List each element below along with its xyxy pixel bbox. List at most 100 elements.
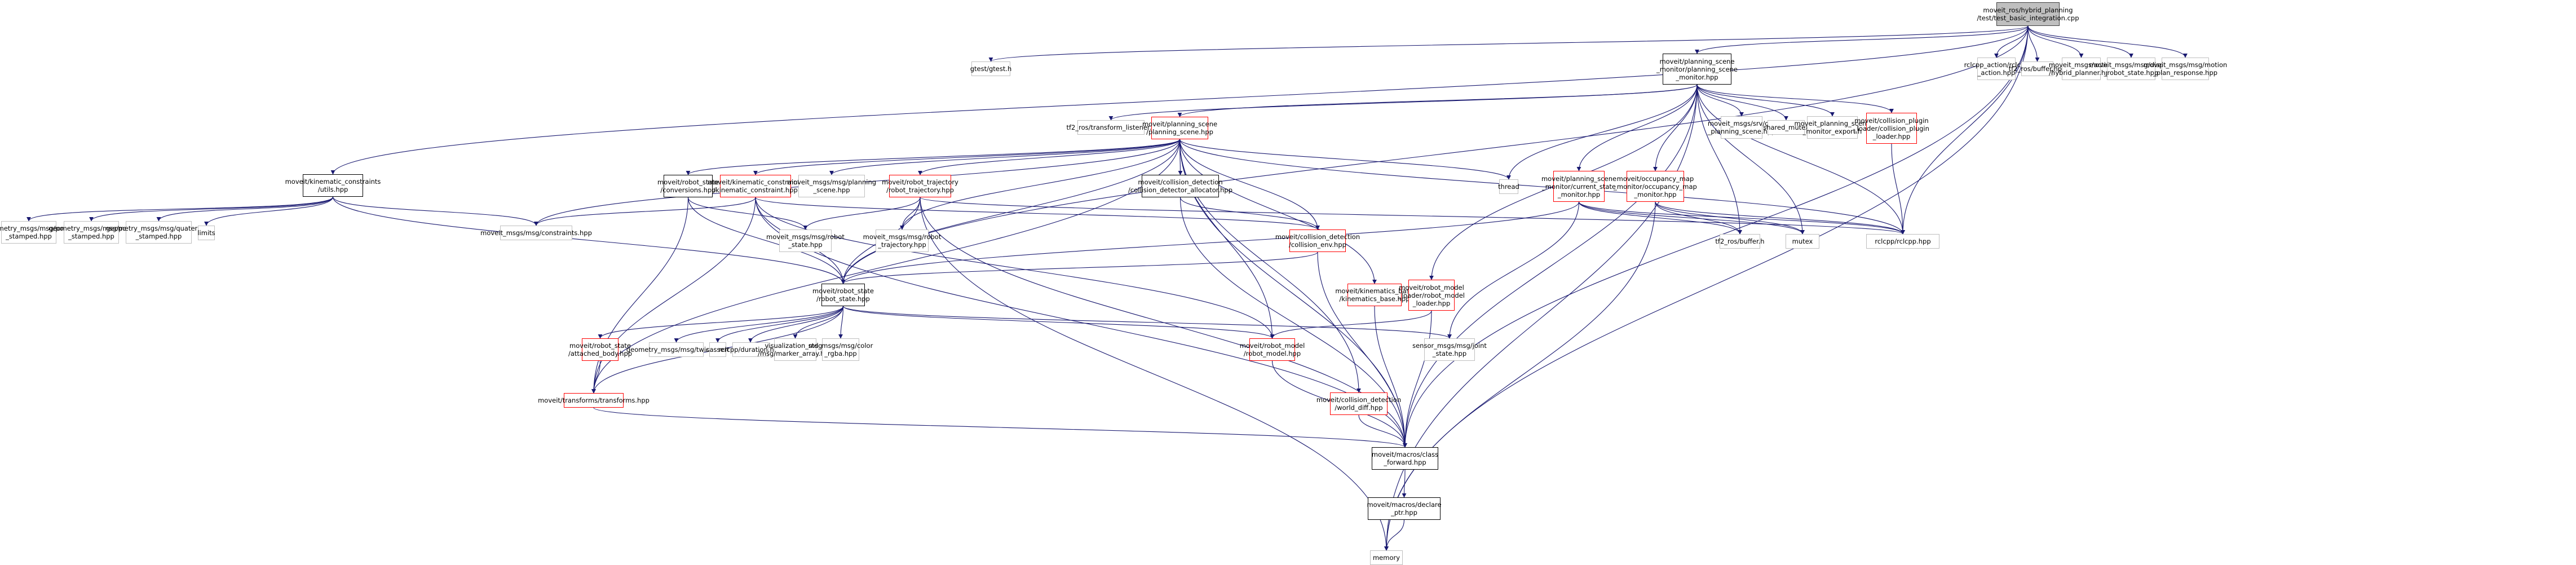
edge-root-to-hybrid-planner (2027, 25, 2084, 58)
edge-robot-state-to-color-rgba (838, 306, 844, 339)
node-label: std_msgs/msg/color _rgba.hpp (808, 342, 873, 357)
edge-kc-utils-to-constraints-msg (332, 196, 538, 226)
edge-kc-utils-to-limits (204, 196, 334, 226)
graph-node-world-diff[interactable]: moveit/collision_detection /world_diff.h… (1316, 392, 1401, 415)
edge-kinematic-constraint-to-collision-env (755, 197, 1320, 230)
edge-psm-to-get-planning-scene (1696, 84, 1744, 117)
graph-node-point-stamped: geometry_msgs/msg/point _stamped.hpp (0, 221, 72, 244)
graph-node-rclcpp-action: rclcpp_action/rclcpp _action.hpp (1964, 58, 2029, 80)
node-label: moveit/macros/declare _ptr.hpp (1367, 501, 1442, 517)
node-label: visualization_msgs /msg/marker_array.hpp (757, 342, 833, 357)
node-label: moveit_msgs/msg/robot _state.hpp (766, 233, 845, 249)
node-label: shared_mutex (1763, 123, 1809, 131)
node-label: tf2_ros/transform_listener.h (1066, 123, 1156, 131)
graph-node-tf2-buffer-h: tf2_ros/buffer.h (1715, 234, 1765, 249)
graph-node-tf2-buffer-hpp: tf2_ros/buffer.hpp (2009, 61, 2066, 76)
graph-node-collision-plugin-loader[interactable]: moveit/collision_plugin _loader/collisio… (1854, 113, 1929, 144)
edge-class-forward-to-declare-ptr (1402, 469, 1407, 498)
edge-psm-to-tf2-listener (1108, 84, 1698, 121)
graph-node-kinematics-base[interactable]: moveit/kinematics_base /kinematics_base.… (1335, 284, 1414, 306)
graph-node-attached-body[interactable]: moveit/robot_state /attached_body.hpp (568, 338, 632, 361)
graph-node-joint-state: sensor_msgs/msg/joint _state.hpp (1412, 338, 1487, 361)
edge-cd-allocator-to-collision-env (1179, 197, 1320, 230)
edge-kc-utils-to-pose-stamped (89, 196, 334, 222)
edge-world-diff-to-class-forward (1358, 414, 1407, 448)
edge-planning-scene-to-conversions (686, 139, 1181, 175)
graph-node-planning-scene[interactable]: moveit/planning_scene /planning_scene.hp… (1142, 117, 1217, 139)
node-label: limits (197, 229, 215, 237)
graph-node-declare-ptr[interactable]: moveit/macros/declare _ptr.hpp (1367, 497, 1442, 520)
edge-robot-state-to-robot-model (842, 306, 1275, 339)
edge-psm-to-class-forward (1403, 84, 1698, 448)
graph-node-tf2-listener: tf2_ros/transform_listener.h (1066, 120, 1156, 135)
graph-node-hybrid-planner: moveit_msgs/action /hybrid_planner.hpp (2049, 58, 2114, 80)
node-label: moveit_msgs/msg/planning _scene.hpp (787, 178, 877, 194)
node-label: moveit/robot_state /conversions.hpp (657, 178, 719, 194)
edge-root-to-motion-plan-response (2027, 25, 2188, 58)
node-label: geometry_msgs/msg/twist.hpp (626, 346, 727, 354)
graph-node-kinematic-constraint[interactable]: moveit/kinematic_constraints /kinematic_… (708, 175, 803, 197)
edge-psm-to-shared-mutex (1696, 84, 1788, 121)
node-label: rclcpp/duration.hpp (718, 346, 783, 354)
edge-root-to-tf2-buffer-hpp (2027, 25, 2040, 62)
node-label: moveit_msgs/action /hybrid_planner.hpp (2048, 61, 2114, 77)
node-label: moveit/robot_model /robot_model.hpp (1239, 342, 1305, 357)
edge-psm-to-collision-plugin-loader (1696, 84, 1894, 113)
edge-planning-scene-to-thread (1179, 139, 1511, 180)
edge-root-to-class-forward (1403, 25, 2029, 448)
edge-planning-scene-to-kinematics-base (1179, 139, 1377, 284)
node-label: moveit_msgs/msg/display _robot_state.hpp (2089, 61, 2173, 77)
edge-occupancy-map-monitor-to-tf2-buffer-h (1655, 201, 1742, 235)
graph-node-kc-utils[interactable]: moveit/kinematic_constraints /utils.hpp (285, 174, 381, 197)
graph-node-class-forward[interactable]: moveit/macros/class _forward.hpp (1372, 447, 1438, 470)
graph-node-robot-model[interactable]: moveit/robot_model /robot_model.hpp (1240, 338, 1305, 361)
graph-node-robot-model-loader[interactable]: moveit/robot_model _loader/robot_model _… (1398, 280, 1465, 311)
graph-node-robot-state[interactable]: moveit/robot_state /robot_state.hpp (812, 284, 874, 306)
edge-robot-trajectory-to-memory (920, 197, 1389, 551)
edge-root-to-rclcpp (1901, 25, 2029, 235)
edge-declare-ptr-to-memory (1384, 519, 1405, 551)
edge-kinematic-constraint-to-transforms (591, 197, 756, 394)
edge-psm-to-current-state-monitor (1576, 84, 1698, 171)
graph-node-constraints-msg: moveit_msgs/msg/constraints.hpp (480, 226, 592, 240)
edge-kinematics-base-to-class-forward (1374, 306, 1407, 448)
edge-current-state-monitor-to-rclcpp (1578, 201, 1905, 235)
node-label: mutex (1792, 237, 1813, 245)
edge-layer (26, 25, 2188, 551)
node-label: moveit/planning_scene _monitor/current_s… (1541, 174, 1617, 198)
edge-robot-state-to-twist (674, 306, 844, 343)
graph-node-psm[interactable]: moveit/planning_scene _monitor/planning_… (1656, 54, 1738, 85)
graph-node-cd-allocator[interactable]: moveit/collision_detection /collision_de… (1128, 175, 1232, 197)
graph-node-conversions[interactable]: moveit/robot_state /conversions.hpp (657, 175, 719, 197)
graph-node-robot-trajectory[interactable]: moveit/robot_trajectory /robot_trajector… (882, 175, 958, 197)
node-label: moveit_ros/hybrid_planning /test/test_ba… (1977, 6, 2079, 22)
graph-node-root[interactable]: moveit_ros/hybrid_planning /test/test_ba… (1977, 2, 2079, 26)
edge-planning-scene-to-robot-trajectory (918, 139, 1181, 175)
edge-robot-state-to-cassert (715, 306, 844, 343)
graph-node-collision-env[interactable]: moveit/collision_detection /collision_en… (1275, 229, 1360, 252)
edge-kc-utils-to-robot-state (332, 196, 846, 284)
graph-node-current-state-monitor[interactable]: moveit/planning_scene _monitor/current_s… (1541, 171, 1616, 202)
node-label: moveit/kinematic_constraints /utils.hpp (285, 178, 381, 193)
edge-psm-to-rclcpp (1696, 84, 1905, 235)
edge-root-to-psm (1695, 25, 2029, 54)
edge-root-to-gtest (988, 25, 2029, 62)
graph-node-twist: geometry_msgs/msg/twist.hpp (626, 342, 726, 357)
node-label: geometry_msgs/msg/quaternion _stamped.hp… (106, 224, 211, 240)
node-label: moveit/planning_scene /planning_scene.hp… (1142, 120, 1218, 136)
edge-conversions-to-robot-state-msg (687, 197, 808, 230)
edge-kinematic-constraint-to-constraints-msg (534, 197, 756, 226)
edge-robot-state-to-attached-body (598, 306, 844, 339)
edge-root-to-kc-utils (330, 25, 2029, 175)
node-label: moveit/collision_plugin _loader/collisio… (1854, 116, 1929, 140)
graph-node-transforms[interactable]: moveit/transforms/transforms.hpp (538, 393, 649, 408)
node-label: moveit/robot_state /attached_body.hpp (568, 342, 633, 357)
graph-node-occupancy-map-monitor[interactable]: moveit/occupancy_map _monitor/occupancy_… (1614, 171, 1697, 202)
graph-node-limits: limits (197, 226, 215, 240)
graph-node-robot-state-msg: moveit_msgs/msg/robot _state.hpp (766, 229, 845, 252)
edge-robot-model-loader-to-class-forward (1403, 310, 1432, 448)
node-label: moveit/robot_state /robot_state.hpp (812, 287, 874, 303)
edge-psm-to-planning-scene (1177, 84, 1698, 117)
edge-kc-utils-to-quaternion-stamped (156, 196, 334, 222)
